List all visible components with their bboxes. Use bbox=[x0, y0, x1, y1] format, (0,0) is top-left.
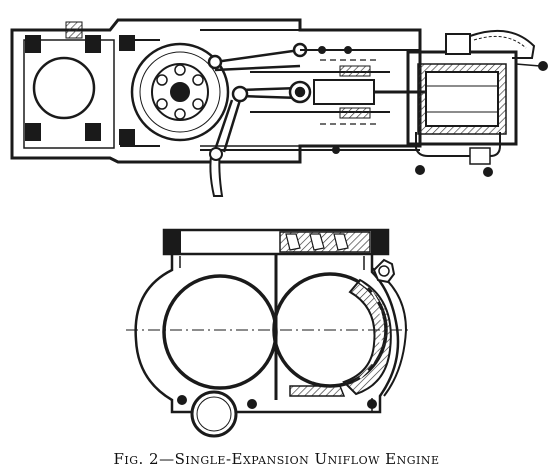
engine-bed-outline bbox=[10, 18, 422, 164]
plan-view bbox=[10, 18, 548, 197]
casing-outline bbox=[134, 254, 400, 414]
left-bore bbox=[162, 274, 278, 390]
steam-valve-bonnet bbox=[445, 29, 548, 71]
exhaust-belt bbox=[342, 278, 392, 396]
hex-nut bbox=[372, 258, 396, 284]
bed-inner-frame bbox=[23, 39, 115, 149]
drain-pipe bbox=[190, 390, 238, 438]
crosshead-guides bbox=[250, 59, 390, 125]
cylinder-section bbox=[406, 50, 518, 177]
valve-gear-links bbox=[207, 42, 312, 153]
frame-webs bbox=[120, 29, 300, 151]
main-bearing bbox=[25, 21, 101, 141]
valve-rod-upper bbox=[300, 46, 420, 54]
reversing-lever bbox=[200, 145, 300, 197]
crank-disc bbox=[130, 42, 230, 142]
cross-section bbox=[126, 228, 410, 438]
valve-rod-lower bbox=[300, 146, 420, 154]
figure-caption: Fig. 2—Single-Expansion Uniflow Engine bbox=[113, 450, 440, 468]
